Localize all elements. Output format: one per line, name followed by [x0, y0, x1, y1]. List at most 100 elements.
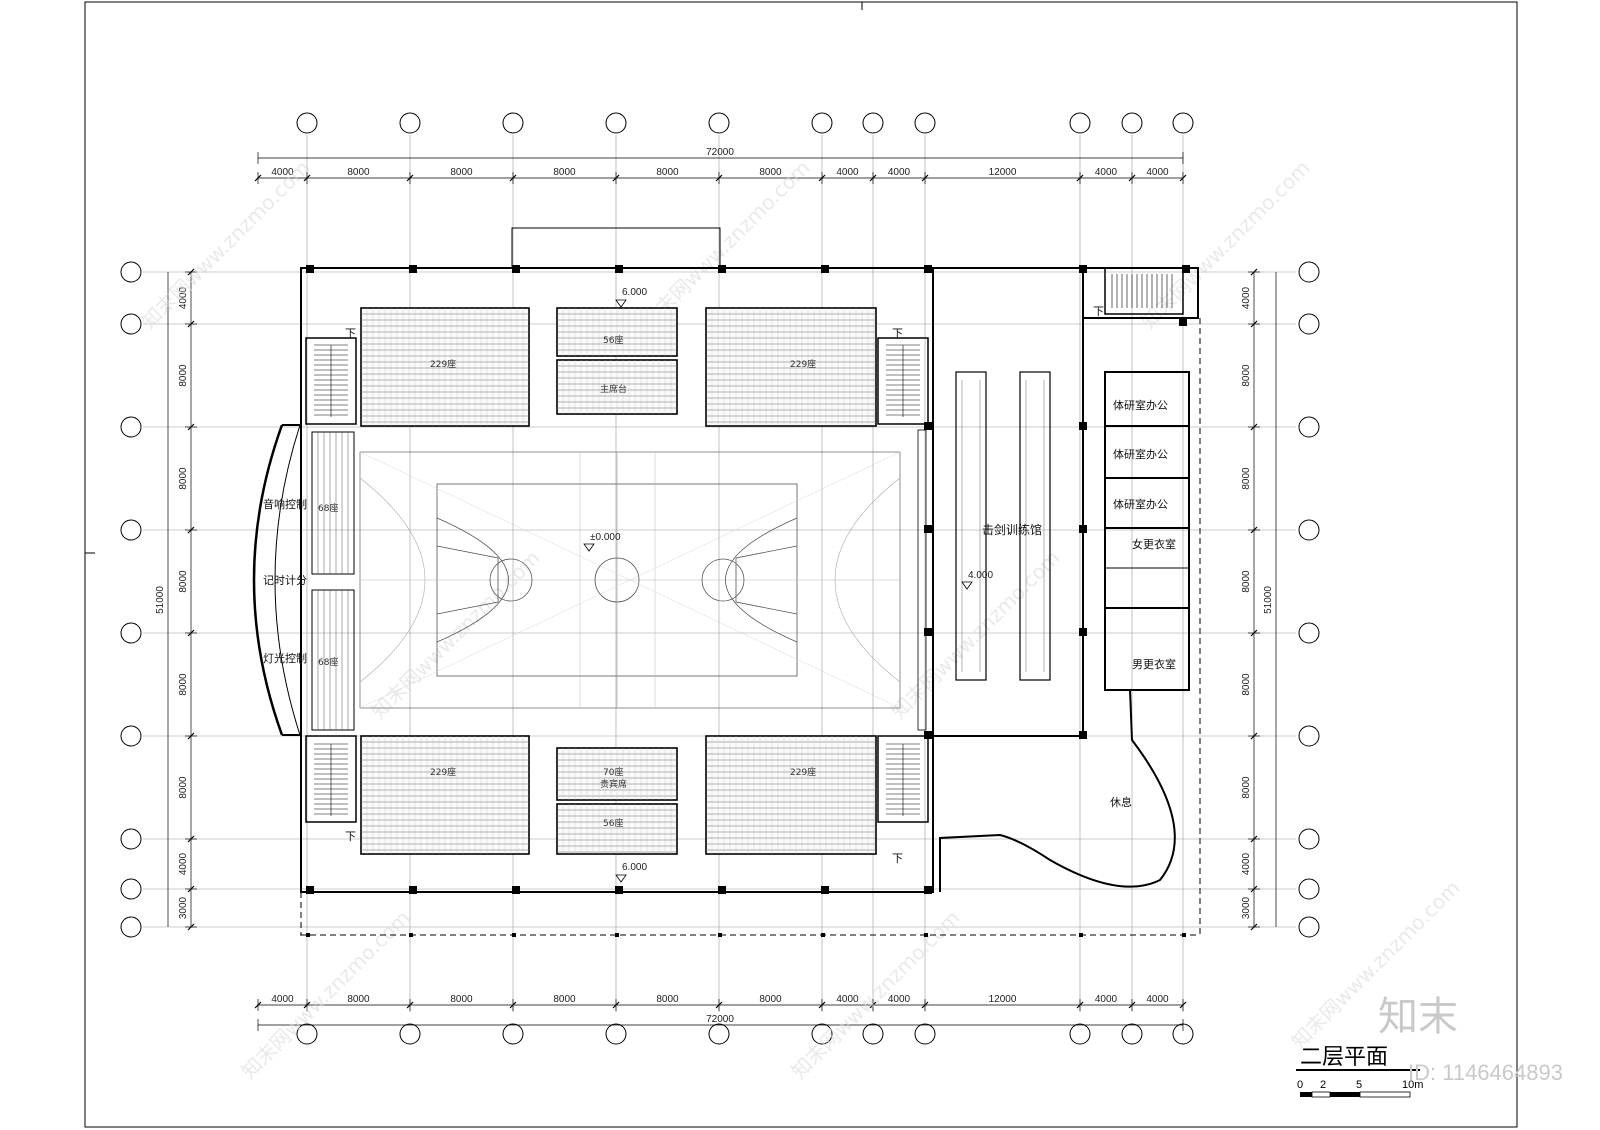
- watermark-text: 知末网www.znzmo.com: [1137, 156, 1315, 334]
- stair-down-labels: 下 下 下 下 下: [345, 305, 1104, 865]
- axis-bubble: [914, 1023, 936, 1045]
- seat-west-upper: 68座: [318, 502, 338, 514]
- east-room-partitions: [1105, 425, 1189, 609]
- axis-bubble: [914, 112, 936, 134]
- room-lighting-control: 灯光控制: [263, 651, 307, 665]
- axis-bubble: [399, 112, 421, 134]
- scale-bar: 0 2 5 10m: [1297, 1079, 1423, 1098]
- watermark-text: 知末网www.znzmo.com: [367, 546, 545, 724]
- room-sound-control: 音响控制: [263, 497, 307, 511]
- axis-bubble: [120, 519, 142, 541]
- room-rest: 休息: [1110, 795, 1132, 809]
- axis-bubble: [605, 1023, 627, 1045]
- dimension-chains: 4000 8000 8000 8000 8000 8000 4000 4000 12000 400…: [155, 147, 1277, 1031]
- room-fencing-hall: 击剑训练馆: [982, 522, 1042, 537]
- elevation-lower-stand: 6.000: [622, 862, 647, 873]
- dimension-label: 8000: [759, 167, 782, 178]
- watermark-text: 知末网www.znzmo.com: [237, 906, 415, 1084]
- total-dimension-label: 72000: [706, 147, 734, 158]
- seat-south-center-bottom: 56座: [603, 817, 623, 829]
- stair-down-label: 下: [892, 852, 903, 865]
- seat-north-center-bottom: 主席台: [600, 383, 627, 395]
- axis-bubble: [502, 112, 524, 134]
- seat-north-center-top: 56座: [603, 334, 623, 346]
- axis-bubble: [1172, 112, 1194, 134]
- room-office-2: 体研室办公: [1113, 447, 1168, 461]
- watermark-text: 知末网www.znzmo.com: [137, 156, 315, 334]
- dimension-label: 8000: [1241, 364, 1252, 387]
- scale-label-10: 10m: [1402, 1079, 1423, 1091]
- dimension-label: 4000: [178, 286, 189, 309]
- dimension-label: 8000: [656, 167, 679, 178]
- watermark-text: 知末网www.znzmo.com: [787, 906, 965, 1084]
- seating-block: [311, 431, 355, 575]
- scale-label-0: 0: [1297, 1079, 1303, 1091]
- title-block: 二层平面 0 2 5 10m: [1296, 1045, 1423, 1098]
- sheet-border: [84, 1, 1518, 1128]
- seat-south-center-sub: 贵宾席: [600, 778, 627, 790]
- elevation-markers: 6.000 6.000 ±0.000 4.000: [583, 287, 993, 883]
- axis-bubble: [862, 112, 884, 134]
- room-timing: 记时计分: [263, 574, 307, 587]
- axis-bubble: [1121, 1023, 1143, 1045]
- dimension-label: 8000: [1241, 673, 1252, 696]
- axis-bubble: [1298, 519, 1320, 541]
- stair-down-label: 下: [1093, 305, 1104, 318]
- axis-bubble: [1298, 622, 1320, 644]
- axis-bubble: [296, 1023, 318, 1045]
- axis-bubble: [120, 916, 142, 938]
- dimension-label: 8000: [1241, 467, 1252, 490]
- fencing-pistes: [917, 371, 1051, 731]
- dimension-label: 4000: [836, 167, 859, 178]
- dimension-label: 8000: [178, 467, 189, 490]
- dimension-label: 12000: [989, 167, 1017, 178]
- axis-bubble: [811, 1023, 833, 1045]
- dimension-label: 8000: [178, 570, 189, 593]
- dimension-label: 8000: [347, 994, 370, 1005]
- axis-bubble: [1069, 112, 1091, 134]
- dimension-label: 8000: [553, 994, 576, 1005]
- scale-label-2: 2: [1320, 1079, 1326, 1091]
- axis-bubble: [811, 112, 833, 134]
- axis-bubble: [1298, 878, 1320, 900]
- building-outline: [252, 227, 1201, 937]
- dimension-label: 4000: [836, 994, 859, 1005]
- axis-bubble: [1069, 1023, 1091, 1045]
- axis-bubble: [1121, 112, 1143, 134]
- seat-south-center-top: 70座: [603, 766, 623, 778]
- stair-down-label: 下: [345, 830, 356, 843]
- stair-down-label: 下: [892, 327, 903, 340]
- seating-block: [705, 735, 877, 855]
- basketball-court: [359, 451, 901, 709]
- axis-bubble: [120, 622, 142, 644]
- axis-bubble: [120, 261, 142, 283]
- axis-bubble: [862, 1023, 884, 1045]
- dimension-label: 8000: [450, 167, 473, 178]
- dimension-label: 4000: [271, 994, 294, 1005]
- axis-bubble: [605, 112, 627, 134]
- axis-bubbles: [120, 112, 1320, 1045]
- dimension-label: 3000: [178, 896, 189, 919]
- elevation-court: ±0.000: [590, 532, 621, 543]
- axis-bubble: [120, 878, 142, 900]
- dimension-label: 8000: [178, 364, 189, 387]
- seat-south-left: 229座: [430, 766, 456, 778]
- axis-bubble: [120, 725, 142, 747]
- total-dimension-label: 51000: [155, 586, 166, 614]
- axis-bubble: [1298, 828, 1320, 850]
- dimension-label: 4000: [1146, 167, 1169, 178]
- axis-bubble: [1298, 725, 1320, 747]
- dimension-label: 4000: [888, 167, 911, 178]
- total-dimension-label: 51000: [1263, 586, 1274, 614]
- dimension-label: 8000: [553, 167, 576, 178]
- dimension-label: 8000: [1241, 570, 1252, 593]
- dimension-label: 4000: [1241, 852, 1252, 875]
- axis-bubble: [1298, 416, 1320, 438]
- axis-bubble: [120, 828, 142, 850]
- stairs: [305, 267, 1184, 823]
- axis-bubble: [708, 1023, 730, 1045]
- axis-bubble: [399, 1023, 421, 1045]
- dimension-label: 4000: [1146, 994, 1169, 1005]
- total-dimension-label: 72000: [706, 1014, 734, 1025]
